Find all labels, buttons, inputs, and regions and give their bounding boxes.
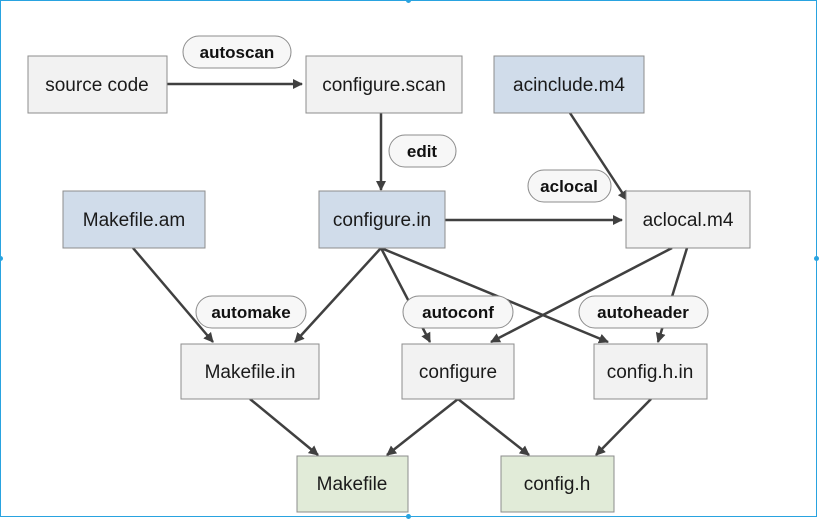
resize-handle-right[interactable] bbox=[814, 256, 819, 261]
label-source-code: source code bbox=[45, 75, 149, 96]
tool-labels: autoscan edit aclocal automake autoconf … bbox=[200, 43, 690, 322]
label-makefile-in: Makefile.in bbox=[205, 362, 296, 383]
box-configure-in[interactable] bbox=[318, 190, 446, 249]
pill-autoheader[interactable] bbox=[578, 295, 709, 329]
label-makefile: Makefile bbox=[317, 474, 388, 495]
box-makefile[interactable] bbox=[296, 455, 409, 513]
box-makefile-am[interactable] bbox=[62, 190, 206, 249]
arrow-configure-in-to-makefile-in bbox=[294, 247, 382, 343]
tool-pills bbox=[182, 35, 709, 329]
arrow-configure-to-config-h bbox=[457, 398, 530, 456]
label-automake: automake bbox=[211, 303, 290, 322]
label-config-h: config.h bbox=[524, 474, 591, 495]
box-config-h[interactable] bbox=[500, 455, 615, 513]
box-configure[interactable] bbox=[401, 343, 515, 400]
box-acinclude-m4[interactable] bbox=[493, 55, 645, 114]
pill-aclocal[interactable] bbox=[527, 169, 612, 203]
label-configure: configure bbox=[419, 362, 497, 383]
arrow-config-h-in-to-config-h bbox=[595, 398, 652, 456]
label-configure-scan: configure.scan bbox=[322, 75, 446, 96]
box-labels: source code configure.scan acinclude.m4 … bbox=[45, 75, 734, 495]
label-edit: edit bbox=[407, 142, 438, 161]
arrow-acinclude-to-aclocal bbox=[568, 112, 629, 201]
label-autoscan: autoscan bbox=[200, 43, 275, 62]
label-makefile-am: Makefile.am bbox=[83, 210, 185, 231]
pill-edit[interactable] bbox=[388, 134, 457, 168]
box-config-h-in[interactable] bbox=[593, 343, 708, 400]
resize-handle-top[interactable] bbox=[406, 0, 411, 3]
label-aclocal: aclocal bbox=[540, 177, 598, 196]
arrow-aclocal-to-configure bbox=[490, 246, 673, 344]
label-configure-in: configure.in bbox=[333, 210, 431, 231]
arrow-configure-in-to-config-h-in bbox=[380, 246, 609, 344]
label-autoconf: autoconf bbox=[422, 303, 494, 322]
label-autoheader: autoheader bbox=[597, 303, 689, 322]
pill-automake[interactable] bbox=[195, 295, 307, 329]
label-config-h-in: config.h.in bbox=[607, 362, 694, 383]
label-aclocal-m4: aclocal.m4 bbox=[643, 210, 734, 231]
resize-handle-bottom[interactable] bbox=[406, 514, 411, 519]
box-configure-scan[interactable] bbox=[305, 55, 463, 114]
box-source-code[interactable] bbox=[27, 55, 168, 114]
arrow-makefile-in-to-makefile bbox=[249, 398, 319, 456]
box-makefile-in[interactable] bbox=[180, 343, 320, 400]
arrow-configure-to-makefile bbox=[386, 398, 459, 456]
box-aclocal-m4[interactable] bbox=[625, 190, 751, 249]
label-acinclude-m4: acinclude.m4 bbox=[513, 75, 625, 96]
arrow-makefile-am-to-makefile-in bbox=[132, 247, 214, 343]
boxes bbox=[27, 55, 751, 513]
pill-autoscan[interactable] bbox=[182, 35, 292, 69]
pill-autoconf[interactable] bbox=[402, 295, 514, 329]
resize-handle-left[interactable] bbox=[0, 256, 3, 261]
